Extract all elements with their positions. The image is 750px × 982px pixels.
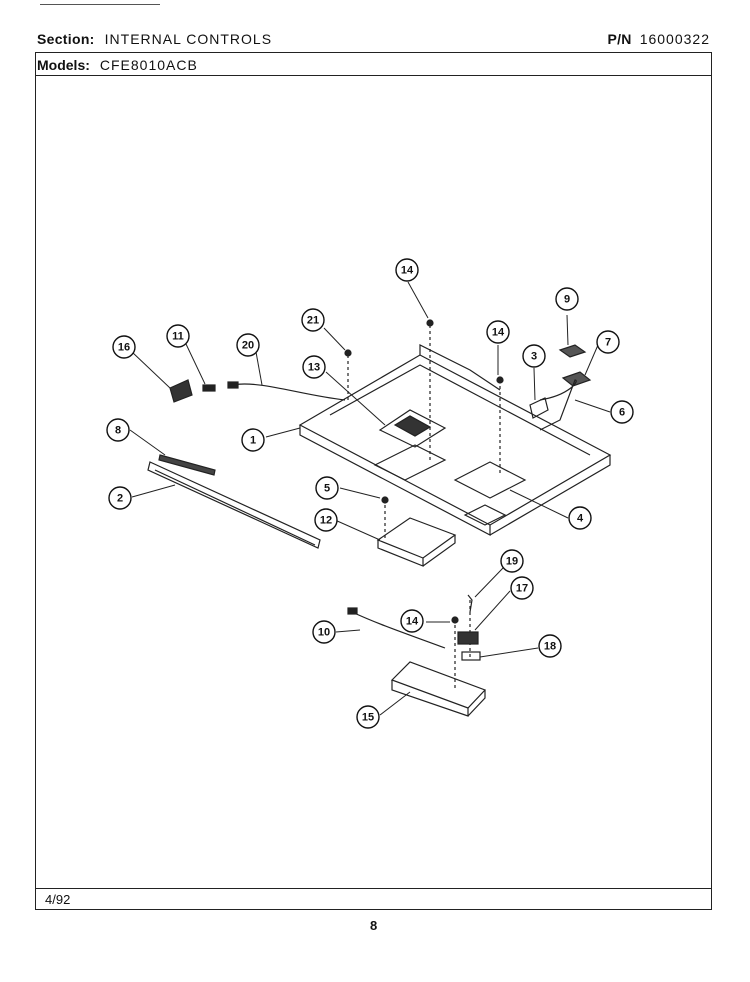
callout-label: 14 (406, 616, 419, 628)
callout-label: 1 (250, 435, 256, 447)
panel-cutout-3 (463, 504, 507, 526)
callout-label: 17 (516, 583, 528, 595)
callout-label: 20 (242, 340, 254, 352)
bracket-part (529, 397, 549, 419)
lower-bracket-part (390, 661, 487, 709)
callout-7: 7 (596, 330, 620, 354)
models-line: Models: CFE8010ACB (37, 57, 198, 73)
thermostat-part (378, 409, 447, 448)
callout-8: 8 (106, 418, 130, 442)
pn-label: P/N (607, 31, 632, 47)
callout-label: 8 (115, 425, 121, 437)
cable-part (539, 379, 577, 431)
callout-9: 9 (555, 287, 579, 311)
callout-label: 21 (307, 315, 319, 327)
top-rule (40, 4, 160, 5)
callout-17: 17 (510, 576, 534, 600)
callout-label: 18 (544, 641, 556, 653)
leader-lines (129, 281, 611, 716)
control-panel-part (298, 354, 612, 526)
diagram-frame (35, 52, 712, 910)
callout-16: 16 (112, 335, 136, 359)
models-value: CFE8010ACB (99, 57, 198, 73)
callout-14: 14 (395, 258, 419, 282)
callout-3: 3 (522, 344, 546, 368)
models-label: Models: (37, 57, 90, 73)
clip-part-2 (561, 371, 592, 387)
callout-11: 11 (166, 324, 190, 348)
strip-part (158, 454, 216, 476)
pn-value: 16000322 (639, 31, 710, 47)
panel-cutout-2 (453, 461, 527, 499)
callout-14: 14 (400, 609, 424, 633)
callout-label: 19 (506, 556, 518, 568)
control-panel-edge (299, 425, 611, 536)
callout-12: 12 (314, 508, 338, 532)
callout-1: 1 (241, 428, 265, 452)
callout-label: 16 (118, 342, 130, 354)
callout-2: 2 (108, 486, 132, 510)
revision-date: 4/92 (45, 892, 71, 907)
callout-label: 15 (362, 712, 374, 724)
callout-label: 10 (318, 627, 330, 639)
callout-label: 14 (401, 265, 414, 277)
callout-4: 4 (568, 506, 592, 530)
terminal-part (169, 379, 193, 403)
callout-label: 12 (320, 515, 332, 527)
page-number: 8 (370, 918, 378, 933)
wire-lead-part (231, 383, 346, 401)
switch-part (457, 631, 479, 645)
footer-divider (35, 888, 712, 889)
part-number: P/N 16000322 (607, 31, 710, 47)
section-value: INTERNAL CONTROLS (104, 31, 273, 47)
callout-label: 13 (308, 362, 320, 374)
callout-label: 9 (564, 294, 570, 306)
callout-label: 7 (605, 337, 611, 349)
switch-bracket-part (461, 651, 481, 661)
callout-label: 2 (117, 493, 123, 505)
models-divider (35, 75, 712, 76)
callout-20: 20 (236, 333, 260, 357)
callout-6: 6 (610, 400, 634, 424)
callout-19: 19 (500, 549, 524, 573)
bracket-bar-part (147, 461, 321, 549)
lower-wire-part (351, 611, 446, 649)
callout-label: 4 (577, 513, 584, 525)
callout-21: 21 (301, 308, 325, 332)
clip-part (558, 344, 587, 358)
callout-label: 5 (324, 483, 330, 495)
callout-label: 14 (492, 327, 505, 339)
panel-cutout (373, 444, 447, 481)
callout-10: 10 (312, 620, 336, 644)
section-label: Section: (37, 31, 95, 47)
section-header: Section: INTERNAL CONTROLS (37, 31, 272, 47)
callout-label: 6 (619, 407, 625, 419)
screw-part (467, 594, 473, 613)
callout-label: 11 (172, 331, 184, 343)
callout-5: 5 (315, 476, 339, 500)
callout-13: 13 (302, 355, 326, 379)
callout-label: 3 (531, 351, 537, 363)
callout-15: 15 (356, 705, 380, 729)
callout-14: 14 (486, 320, 510, 344)
callout-18: 18 (538, 634, 562, 658)
